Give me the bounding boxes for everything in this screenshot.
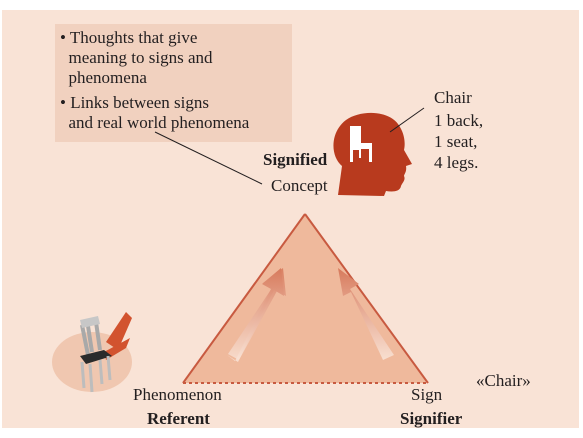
referent-caption: Referent bbox=[147, 409, 210, 429]
head-label-line-3: 1 seat, bbox=[434, 132, 477, 152]
chair-icon bbox=[52, 312, 132, 392]
sign-label: Sign bbox=[411, 385, 442, 405]
phenomenon-label: Phenomenon bbox=[133, 385, 222, 405]
semiotic-triangle bbox=[183, 214, 428, 383]
sign-example: «Chair» bbox=[476, 371, 531, 391]
signified-caption: Signified bbox=[263, 150, 327, 170]
head-label-line-1: Chair bbox=[434, 88, 472, 108]
note-pointer-line bbox=[155, 132, 262, 184]
signifier-caption: Signifier bbox=[400, 409, 462, 429]
head-pointer-line bbox=[390, 108, 424, 132]
head-label-line-4: 4 legs. bbox=[434, 153, 478, 173]
concept-label: Concept bbox=[271, 176, 328, 196]
head-label-line-2: 1 back, bbox=[434, 111, 483, 131]
